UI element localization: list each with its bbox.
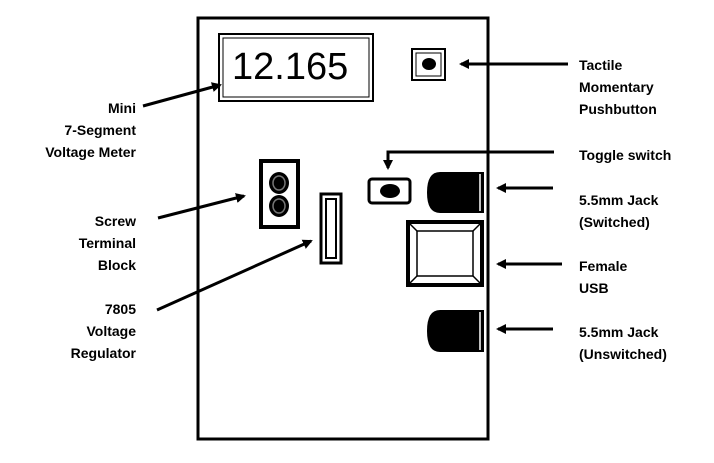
label-terminal: Screw Terminal Block <box>78 213 136 273</box>
usb-port <box>406 220 484 287</box>
voltage-meter: 12.165 <box>218 33 374 102</box>
arrow-meter <box>142 82 222 108</box>
label-jack-switched: 5.5mm Jack (Switched) <box>579 192 659 230</box>
label-pushbutton: Tactile Momentary Pushbutton <box>579 57 657 117</box>
label-usb: Female USB <box>579 258 628 296</box>
label-regulator: 7805 Voltage Regulator <box>70 301 136 361</box>
enclosure-outline <box>196 16 490 441</box>
callout-arrows <box>142 59 568 334</box>
dc-jack-switched <box>427 172 484 213</box>
dc-jack-unswitched <box>427 310 484 352</box>
arrow-toggle <box>383 150 554 170</box>
toggle-switch[interactable] <box>367 177 412 205</box>
screw-terminal-block <box>259 159 300 229</box>
arrow-regulator <box>156 239 313 312</box>
meter-readout: 12.165 <box>232 46 348 88</box>
label-meter: Mini 7-Segment Voltage Meter <box>45 100 136 160</box>
label-toggle: Toggle switch <box>579 147 672 163</box>
tactile-pushbutton[interactable] <box>411 48 446 81</box>
label-jack-unswitched: 5.5mm Jack (Unswitched) <box>579 324 667 362</box>
voltage-regulator <box>319 192 343 265</box>
arrow-terminal <box>157 193 246 220</box>
